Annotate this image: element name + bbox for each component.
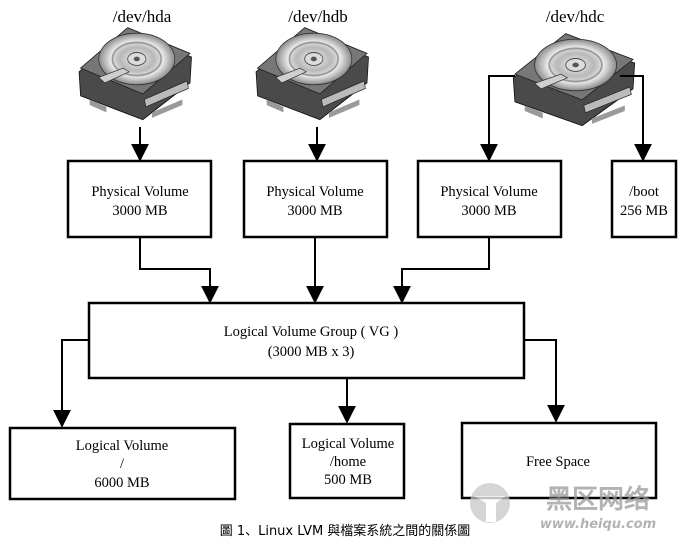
arrow-pv1-to-vg bbox=[139, 237, 219, 304]
watermark-logo-icon bbox=[470, 483, 510, 523]
arrow-vg-to-lv-root bbox=[53, 339, 89, 428]
physical-volume-size: 3000 MB bbox=[112, 203, 167, 219]
arrow-pv3-to-vg bbox=[393, 237, 490, 304]
volume-group-title: Logical Volume Group ( VG ) bbox=[224, 324, 399, 340]
physical-volume-title: Physical Volume bbox=[266, 184, 363, 200]
physical-volume-size: 3000 MB bbox=[461, 203, 516, 219]
hard-disk-icon bbox=[255, 26, 370, 121]
logical-volume-box bbox=[288, 422, 406, 500]
disk-hdb-label: /dev/hdb bbox=[288, 7, 348, 26]
logical-volume-root: Logical Volume / 6000 MB bbox=[8, 426, 237, 501]
boot-size: 256 MB bbox=[620, 203, 668, 219]
arrow-hdc-to-pv3 bbox=[480, 75, 515, 162]
pv-connectors bbox=[139, 237, 490, 304]
arrow-vg-to-free-space bbox=[524, 339, 565, 423]
logical-volume-mount: /home bbox=[330, 454, 366, 470]
disk-connectors bbox=[131, 75, 652, 162]
volume-group-size: (3000 MB x 3) bbox=[268, 344, 355, 360]
logical-volume-home: Logical Volume /home 500 MB bbox=[288, 422, 406, 500]
free-space-title: Free Space bbox=[526, 454, 590, 470]
disk-hdc: /dev/hdc bbox=[512, 7, 636, 127]
disk-hdb: /dev/hdb bbox=[255, 7, 370, 121]
physical-volume-3: Physical Volume 3000 MB bbox=[416, 159, 563, 239]
watermark-brand: 黑区网络 bbox=[546, 484, 650, 515]
watermark-url: www.heiqu.com bbox=[540, 517, 656, 532]
arrow-hdc-to-boot bbox=[620, 75, 652, 162]
physical-volume-size: 3000 MB bbox=[287, 203, 342, 219]
figure-caption: 圖 1、Linux LVM 與檔案系統之間的關係圖 bbox=[220, 523, 471, 539]
logical-volume-size: 6000 MB bbox=[94, 475, 149, 491]
disk-hda-label: /dev/hda bbox=[113, 7, 172, 26]
hard-disk-icon bbox=[512, 32, 636, 127]
boot-title: /boot bbox=[629, 184, 659, 200]
physical-volume-2: Physical Volume 3000 MB bbox=[242, 159, 389, 239]
boot-box bbox=[610, 159, 678, 239]
physical-volume-box bbox=[66, 159, 213, 239]
logical-volume-size: 500 MB bbox=[324, 472, 372, 488]
physical-volume-title: Physical Volume bbox=[440, 184, 537, 200]
free-space: Free Space bbox=[460, 421, 658, 500]
disk-hdc-label: /dev/hdc bbox=[546, 7, 605, 26]
volume-group: Logical Volume Group ( VG ) (3000 MB x 3… bbox=[87, 301, 526, 380]
physical-volume-box bbox=[416, 159, 563, 239]
logical-volume-mount: / bbox=[120, 456, 125, 472]
free-space-box bbox=[460, 421, 658, 500]
volume-group-box bbox=[87, 301, 526, 380]
boot-partition: /boot 256 MB bbox=[610, 159, 678, 239]
physical-volume-title: Physical Volume bbox=[91, 184, 188, 200]
logical-volume-box bbox=[8, 426, 237, 501]
watermark: 黑区网络 www.heiqu.com bbox=[470, 483, 656, 532]
logical-volume-title: Logical Volume bbox=[302, 436, 395, 452]
logical-volume-title: Logical Volume bbox=[76, 438, 169, 454]
disk-hda: /dev/hda bbox=[78, 7, 193, 121]
vg-connectors bbox=[53, 339, 565, 428]
hard-disk-icon bbox=[78, 26, 193, 121]
physical-volume-1: Physical Volume 3000 MB bbox=[66, 159, 213, 239]
